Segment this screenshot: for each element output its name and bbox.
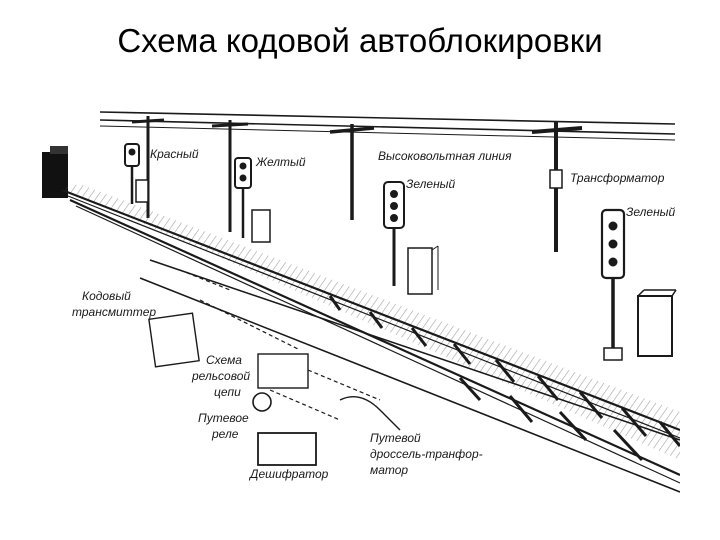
line-pole [211, 120, 249, 232]
signal-green-1 [383, 181, 439, 295]
slide-title: Схема кодовой автоблокировки [117, 22, 603, 59]
signal-yellow [234, 157, 271, 243]
label-track-circuit-1: Схема [206, 353, 242, 367]
high-voltage-line [99, 111, 676, 141]
label-track-circuit-3: цепи [214, 385, 241, 399]
label-code-transmitter-2: трансмиттер [72, 305, 156, 319]
signal-green-2 [600, 208, 677, 361]
label-green-1: Зеленый [406, 177, 456, 191]
label-track-relay-1: Путевое [198, 411, 249, 425]
track-relay [252, 392, 272, 412]
decoder-box [257, 432, 317, 466]
signal-red [124, 143, 149, 204]
autoblocking-diagram: Красный Желтый Высоковольтная линия Тран… [40, 100, 680, 500]
label-decoder: Дешифратор [248, 467, 329, 481]
label-high-voltage-line: Высоковольтная линия [378, 149, 512, 163]
label-choke-3: матор [370, 463, 408, 477]
track-circuit-scheme [148, 269, 401, 431]
label-track-relay-2: реле [211, 427, 239, 441]
railway-track [61, 184, 680, 484]
tunnel-block [42, 146, 68, 198]
label-code-transmitter-1: Кодовый [82, 289, 131, 303]
label-red: Красный [150, 147, 199, 161]
second-track [139, 259, 680, 493]
label-choke-2: дроссель-транфор- [370, 447, 483, 461]
line-pole [531, 122, 583, 252]
line-pole [329, 124, 375, 220]
label-green-2: Зеленый [626, 205, 676, 219]
label-choke-1: Путевой [370, 431, 421, 445]
label-yellow: Желтый [255, 155, 306, 169]
label-track-circuit-2: рельсовой [191, 369, 250, 383]
label-transformer: Трансформатор [570, 171, 665, 185]
